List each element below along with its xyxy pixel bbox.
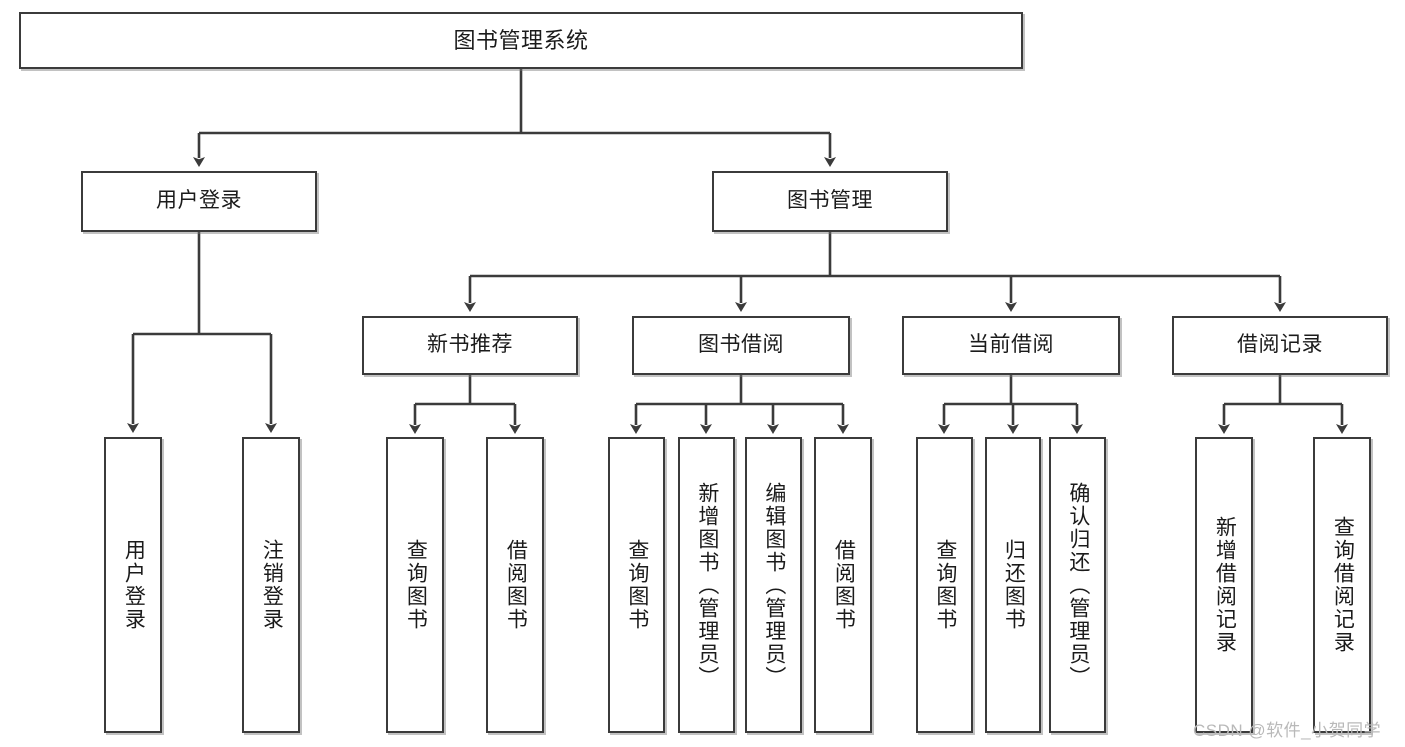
node-leaf-query-book-borrow-label: 查询图书: [625, 539, 649, 631]
node-borrow-record[interactable]: 借阅记录: [1172, 316, 1388, 375]
node-leaf-add-record[interactable]: 新增借阅记录: [1195, 437, 1253, 733]
node-current-borrow-label: 当前借阅: [968, 333, 1054, 357]
node-leaf-return-book[interactable]: 归还图书: [985, 437, 1041, 733]
node-leaf-borrow-book-rec[interactable]: 借阅图书: [486, 437, 544, 733]
csdn-watermark: CSDN @软件_小贺同学: [1193, 721, 1382, 740]
node-user-login[interactable]: 用户登录: [81, 171, 317, 232]
node-leaf-edit-book-label: 编辑图书（管理员）: [762, 481, 786, 689]
node-root[interactable]: 图书管理系统: [19, 12, 1023, 69]
node-leaf-confirm-return[interactable]: 确认归还（管理员）: [1049, 437, 1106, 733]
node-new-book-rec-label: 新书推荐: [427, 333, 513, 357]
node-current-borrow[interactable]: 当前借阅: [902, 316, 1120, 375]
node-leaf-query-book-cur[interactable]: 查询图书: [916, 437, 973, 733]
node-leaf-query-record-label: 查询借阅记录: [1331, 516, 1355, 654]
node-leaf-query-book-rec-label: 查询图书: [404, 539, 428, 631]
node-book-borrow-label: 图书借阅: [698, 333, 784, 357]
node-leaf-return-book-label: 归还图书: [1002, 539, 1026, 631]
node-leaf-add-book-label: 新增图书（管理员）: [695, 481, 719, 689]
node-leaf-borrow-book-rec-label: 借阅图书: [504, 539, 528, 631]
node-leaf-confirm-return-label: 确认归还（管理员）: [1066, 481, 1090, 689]
node-leaf-logout-label: 注销登录: [260, 539, 284, 631]
node-user-login-label: 用户登录: [156, 189, 242, 213]
node-leaf-edit-book[interactable]: 编辑图书（管理员）: [745, 437, 802, 733]
node-leaf-user-login-label: 用户登录: [122, 539, 146, 631]
node-leaf-query-book-borrow[interactable]: 查询图书: [608, 437, 665, 733]
node-new-book-rec[interactable]: 新书推荐: [362, 316, 578, 375]
node-leaf-query-book-cur-label: 查询图书: [933, 539, 957, 631]
node-book-borrow[interactable]: 图书借阅: [632, 316, 850, 375]
node-root-label: 图书管理系统: [453, 27, 589, 53]
node-leaf-add-book[interactable]: 新增图书（管理员）: [678, 437, 735, 733]
node-leaf-borrow-book-label: 借阅图书: [832, 539, 856, 631]
node-book-manage[interactable]: 图书管理: [712, 171, 948, 232]
node-leaf-borrow-book[interactable]: 借阅图书: [814, 437, 872, 733]
node-book-manage-label: 图书管理: [787, 189, 873, 213]
node-leaf-query-book-rec[interactable]: 查询图书: [386, 437, 444, 733]
node-leaf-logout[interactable]: 注销登录: [242, 437, 300, 733]
node-leaf-add-record-label: 新增借阅记录: [1213, 516, 1237, 654]
node-leaf-query-record[interactable]: 查询借阅记录: [1313, 437, 1371, 733]
node-leaf-user-login[interactable]: 用户登录: [104, 437, 162, 733]
node-borrow-record-label: 借阅记录: [1237, 333, 1323, 357]
